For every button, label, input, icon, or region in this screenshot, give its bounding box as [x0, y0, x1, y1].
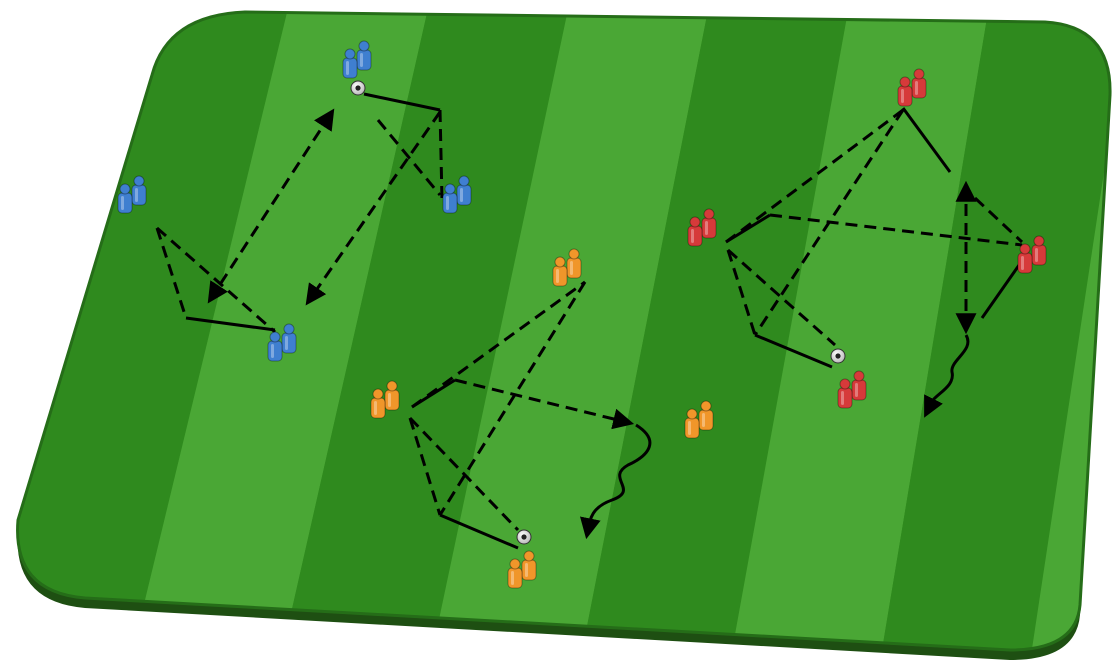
soccer-ball-icon [831, 349, 845, 363]
soccer-ball-icon [517, 530, 531, 544]
soccer-ball-icon [351, 81, 365, 95]
